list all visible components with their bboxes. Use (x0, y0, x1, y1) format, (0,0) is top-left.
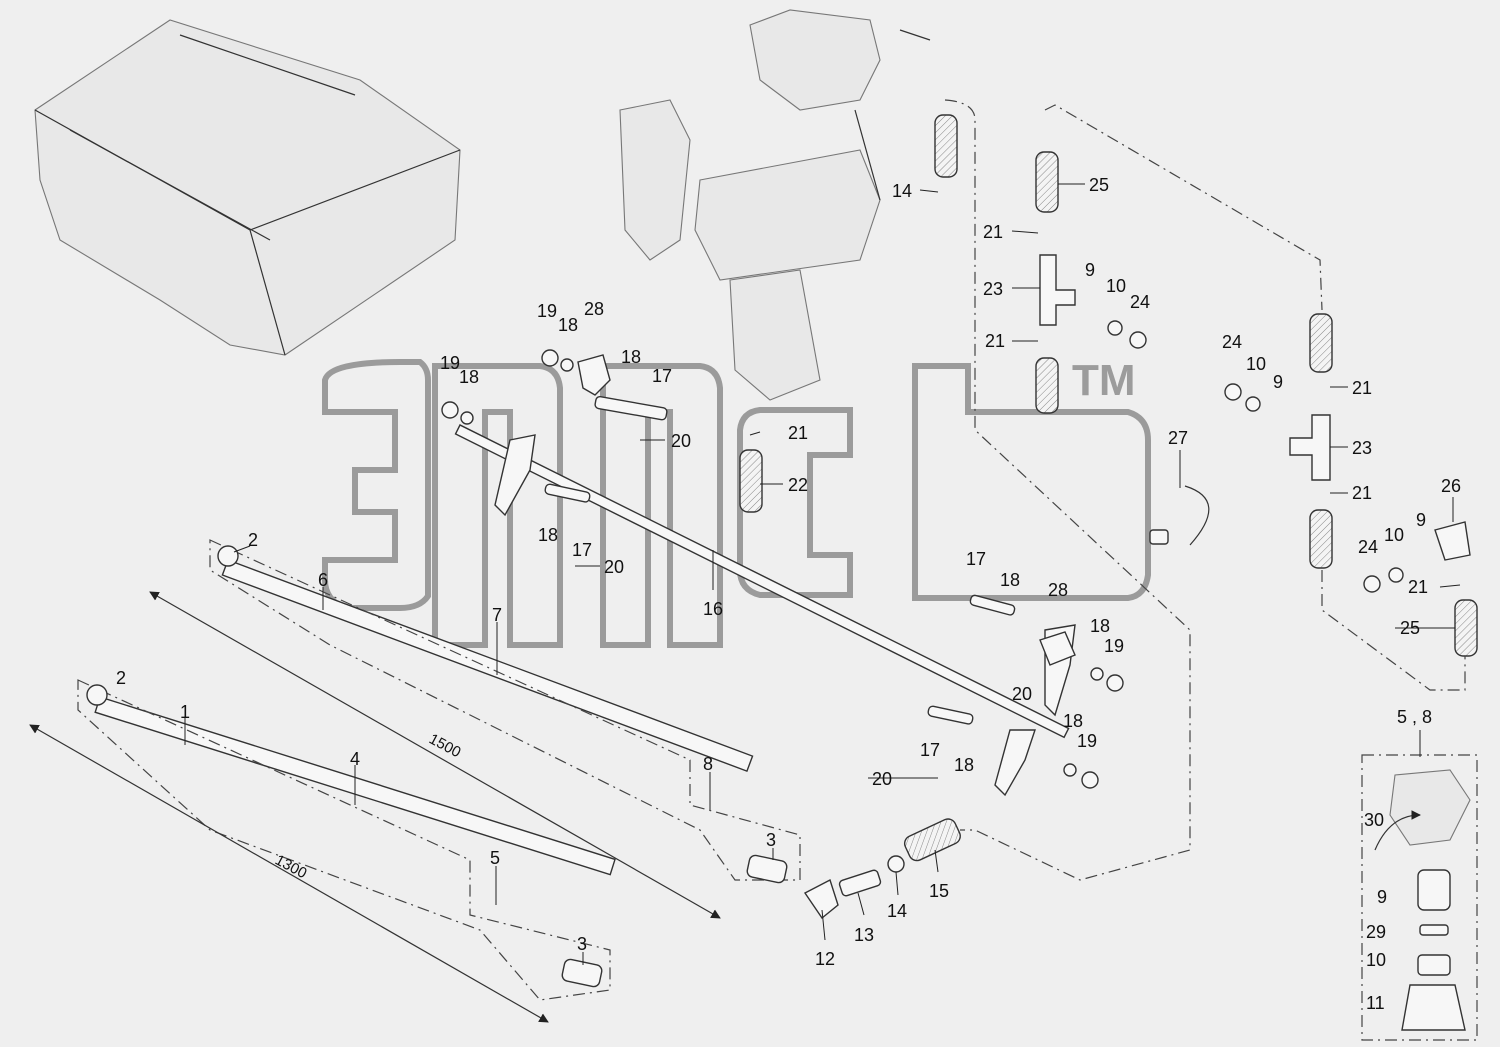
label-8: 8 (703, 754, 713, 774)
label-3: 3 (577, 934, 587, 954)
valve-assembly-sketch (619, 9, 931, 401)
label-18: 18 (538, 525, 558, 545)
label-20: 20 (872, 769, 892, 789)
label-18: 18 (1000, 570, 1020, 590)
label-19: 19 (1104, 636, 1124, 656)
label-5: 5 (490, 848, 500, 868)
label-23: 23 (983, 279, 1003, 299)
label-24: 24 (1358, 537, 1378, 557)
label-2: 2 (248, 530, 258, 550)
watermark-tm: TM (1072, 356, 1136, 405)
label-18: 18 (1063, 711, 1083, 731)
label-7: 7 (492, 605, 502, 625)
label-2: 2 (116, 668, 126, 688)
label-10: 10 (1106, 276, 1126, 296)
label-21: 21 (788, 423, 808, 443)
label-11: 11 (1366, 993, 1385, 1013)
label-21: 21 (983, 222, 1003, 242)
label-19: 19 (1077, 731, 1097, 751)
label-9: 9 (1377, 887, 1387, 907)
label-21: 21 (1352, 378, 1372, 398)
part-labels: 2 6 7 1 2 4 8 3 5 3 12 13 14 15 16 19 18… (116, 175, 1461, 1013)
label-14: 14 (887, 901, 907, 921)
linkage-parts (441, 349, 1124, 797)
label-6: 6 (318, 570, 328, 590)
label-3: 3 (766, 830, 776, 850)
label-18: 18 (558, 315, 578, 335)
label-17: 17 (966, 549, 986, 569)
label-9: 9 (1416, 510, 1426, 530)
label-28: 28 (584, 299, 604, 319)
label-17: 17 (572, 540, 592, 560)
label-15: 15 (929, 881, 949, 901)
label-18: 18 (954, 755, 974, 775)
label-24: 24 (1222, 332, 1242, 352)
label-1: 1 (180, 702, 190, 722)
inset-title: 5 , 8 (1397, 707, 1432, 727)
label-29: 29 (1366, 922, 1386, 942)
label-18: 18 (621, 347, 641, 367)
inset-panel: 5 , 8 (1361, 707, 1478, 1041)
label-24: 24 (1130, 292, 1150, 312)
label-9: 9 (1273, 372, 1283, 392)
label-17: 17 (652, 366, 672, 386)
label-4: 4 (350, 749, 360, 769)
label-14: 14 (892, 181, 912, 201)
label-25: 25 (1400, 618, 1420, 638)
label-16: 16 (703, 599, 723, 619)
routing-lines (944, 99, 1466, 881)
label-19: 19 (440, 353, 460, 373)
label-22: 22 (788, 475, 808, 495)
label-17: 17 (920, 740, 940, 760)
label-21: 21 (1352, 483, 1372, 503)
label-20: 20 (1012, 684, 1032, 704)
label-13: 13 (854, 925, 874, 945)
label-18: 18 (459, 367, 479, 387)
label-10: 10 (1246, 354, 1266, 374)
label-27: 27 (1168, 428, 1188, 448)
label-30: 30 (1364, 810, 1384, 830)
label-18: 18 (1090, 616, 1110, 636)
fittings (86, 114, 1478, 988)
label-10: 10 (1366, 950, 1386, 970)
machine-housing-sketch (34, 19, 461, 356)
label-21: 21 (985, 331, 1005, 351)
label-19: 19 (537, 301, 557, 321)
label-21: 21 (1408, 577, 1428, 597)
label-20: 20 (671, 431, 691, 451)
label-26: 26 (1441, 476, 1461, 496)
label-10: 10 (1384, 525, 1404, 545)
label-20: 20 (604, 557, 624, 577)
dimension-1500: 1500 (426, 731, 463, 762)
label-28: 28 (1048, 580, 1068, 600)
label-9: 9 (1085, 260, 1095, 280)
label-12: 12 (815, 949, 835, 969)
watermark: TM (322, 356, 1151, 648)
label-25: 25 (1089, 175, 1109, 195)
leader-lines (184, 183, 1461, 965)
dimension-1300: 1300 (272, 852, 309, 883)
label-23: 23 (1352, 438, 1372, 458)
